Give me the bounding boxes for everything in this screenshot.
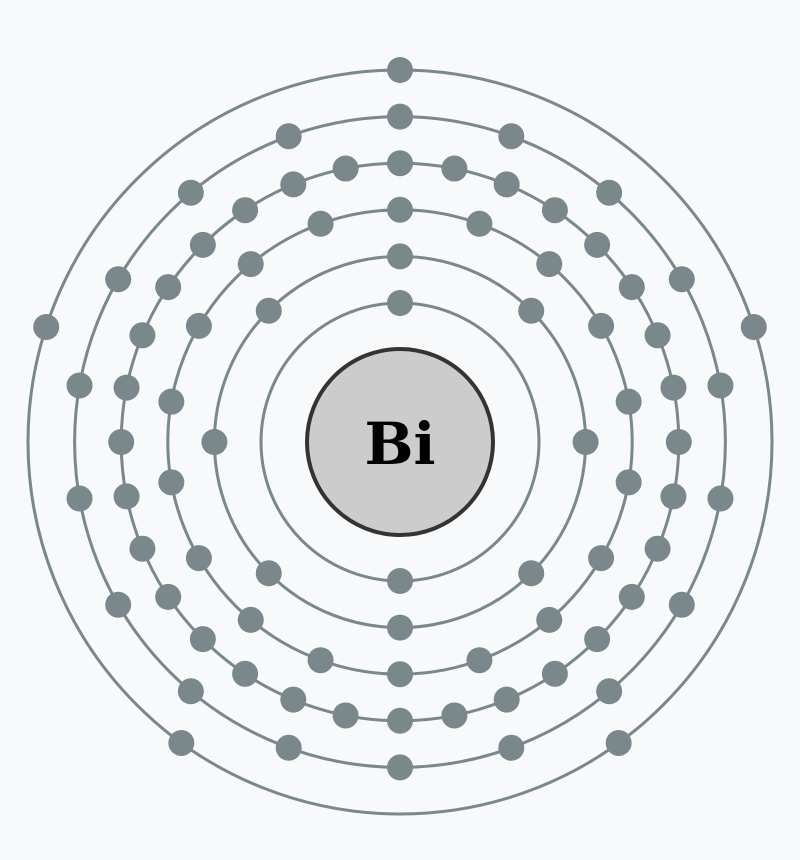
electron-shell-5-17 <box>177 179 204 206</box>
electron-shell-3-6 <box>615 469 642 496</box>
electron-shell-3-14 <box>158 469 185 496</box>
electron-shell-4-26 <box>113 374 140 401</box>
element-symbol: Bi <box>364 410 435 478</box>
electron-shell-5-16 <box>105 266 132 293</box>
electron-shell-5-18 <box>275 123 302 150</box>
electron-shell-5-1 <box>387 103 413 130</box>
electron-shell-3-9 <box>466 647 493 674</box>
electron-shell-3-13 <box>185 545 212 572</box>
electron-shell-5-6 <box>707 485 734 512</box>
electron-shell-4-20 <box>232 660 259 687</box>
electron-shell-2-3 <box>572 429 599 455</box>
electron-shell-4-21 <box>189 626 216 653</box>
electron-shell-5-3 <box>596 179 623 206</box>
electron-shell-3-1 <box>387 196 413 223</box>
electron-shell-4-5 <box>584 231 611 258</box>
electron-shell-4-13 <box>584 626 611 653</box>
electron-shell-4-11 <box>644 535 671 562</box>
electron-shell-5-7 <box>668 591 695 618</box>
electron-shell-4-25 <box>108 429 135 455</box>
electron-shell-4-27 <box>129 322 156 349</box>
electron-shell-4-7 <box>644 322 671 349</box>
electron-shell-5-12 <box>177 678 204 705</box>
electron-shell-6-1 <box>387 57 413 83</box>
electron-shell-4-10 <box>660 483 687 510</box>
electron-shell-4-16 <box>441 702 468 729</box>
electron-shell-1-1 <box>387 290 413 316</box>
electron-shell-4-31 <box>280 171 307 198</box>
electron-shell-4-1 <box>387 150 413 177</box>
electron-shell-4-28 <box>155 274 182 301</box>
electron-shell-3-5 <box>615 388 642 415</box>
electron-shell-4-18 <box>332 702 359 729</box>
electron-shell-5-8 <box>596 678 623 705</box>
electron-shell-2-8 <box>255 297 282 324</box>
electron-shell-3-16 <box>185 312 212 339</box>
electron-shell-5-11 <box>275 734 302 761</box>
electron-shell-5-9 <box>498 734 525 761</box>
nucleus: Bi <box>305 347 495 537</box>
electron-shell-4-30 <box>232 197 259 224</box>
electron-shell-3-15 <box>158 388 185 415</box>
electron-shell-2-5 <box>387 614 413 641</box>
electron-shell-4-32 <box>332 155 359 182</box>
electron-shell-3-17 <box>237 251 264 278</box>
electron-shell-2-2 <box>518 297 545 324</box>
electron-shell-4-3 <box>493 171 520 198</box>
electron-shell-2-6 <box>255 560 282 587</box>
electron-shell-4-12 <box>618 583 645 610</box>
electron-shell-4-8 <box>660 374 687 401</box>
electron-shell-3-8 <box>536 606 563 633</box>
electron-shell-3-10 <box>387 661 413 688</box>
electron-shell-5-4 <box>668 266 695 293</box>
electron-shell-4-4 <box>541 197 568 224</box>
electron-shell-2-7 <box>201 429 228 455</box>
electron-shell-4-17 <box>387 707 413 734</box>
electron-shell-3-4 <box>588 312 615 339</box>
nucleus-circle <box>305 347 495 537</box>
electron-shell-4-22 <box>155 583 182 610</box>
electron-shell-6-4 <box>168 729 195 756</box>
electron-shell-3-2 <box>466 210 493 237</box>
electron-shell-5-13 <box>105 591 132 618</box>
electron-shell-4-2 <box>441 155 468 182</box>
electron-shell-4-23 <box>129 535 156 562</box>
electron-shell-5-5 <box>707 372 734 399</box>
electron-shell-3-3 <box>536 251 563 278</box>
electron-shell-3-7 <box>588 545 615 572</box>
electron-shell-4-14 <box>541 660 568 687</box>
electron-shell-4-6 <box>618 274 645 301</box>
electron-shell-5-10 <box>387 754 413 781</box>
electron-shell-6-2 <box>740 314 767 341</box>
electron-shell-4-24 <box>113 483 140 510</box>
electron-shell-4-9 <box>665 429 692 455</box>
electron-shell-3-12 <box>237 606 264 633</box>
electron-shell-5-2 <box>498 123 525 150</box>
electron-shell-2-4 <box>518 560 545 587</box>
electron-shell-3-18 <box>307 210 334 237</box>
electron-shell-4-29 <box>189 231 216 258</box>
electron-shell-6-3 <box>605 729 632 756</box>
electrons-layer <box>33 57 767 781</box>
electron-shell-6-5 <box>33 314 60 341</box>
electron-shell-5-15 <box>66 372 93 399</box>
electron-shell-5-14 <box>66 485 93 512</box>
electron-shell-4-15 <box>493 686 520 713</box>
electron-shell-2-1 <box>387 243 413 270</box>
electron-shell-3-11 <box>307 647 334 674</box>
electron-shell-4-19 <box>280 686 307 713</box>
electron-shell-1-2 <box>387 568 413 594</box>
